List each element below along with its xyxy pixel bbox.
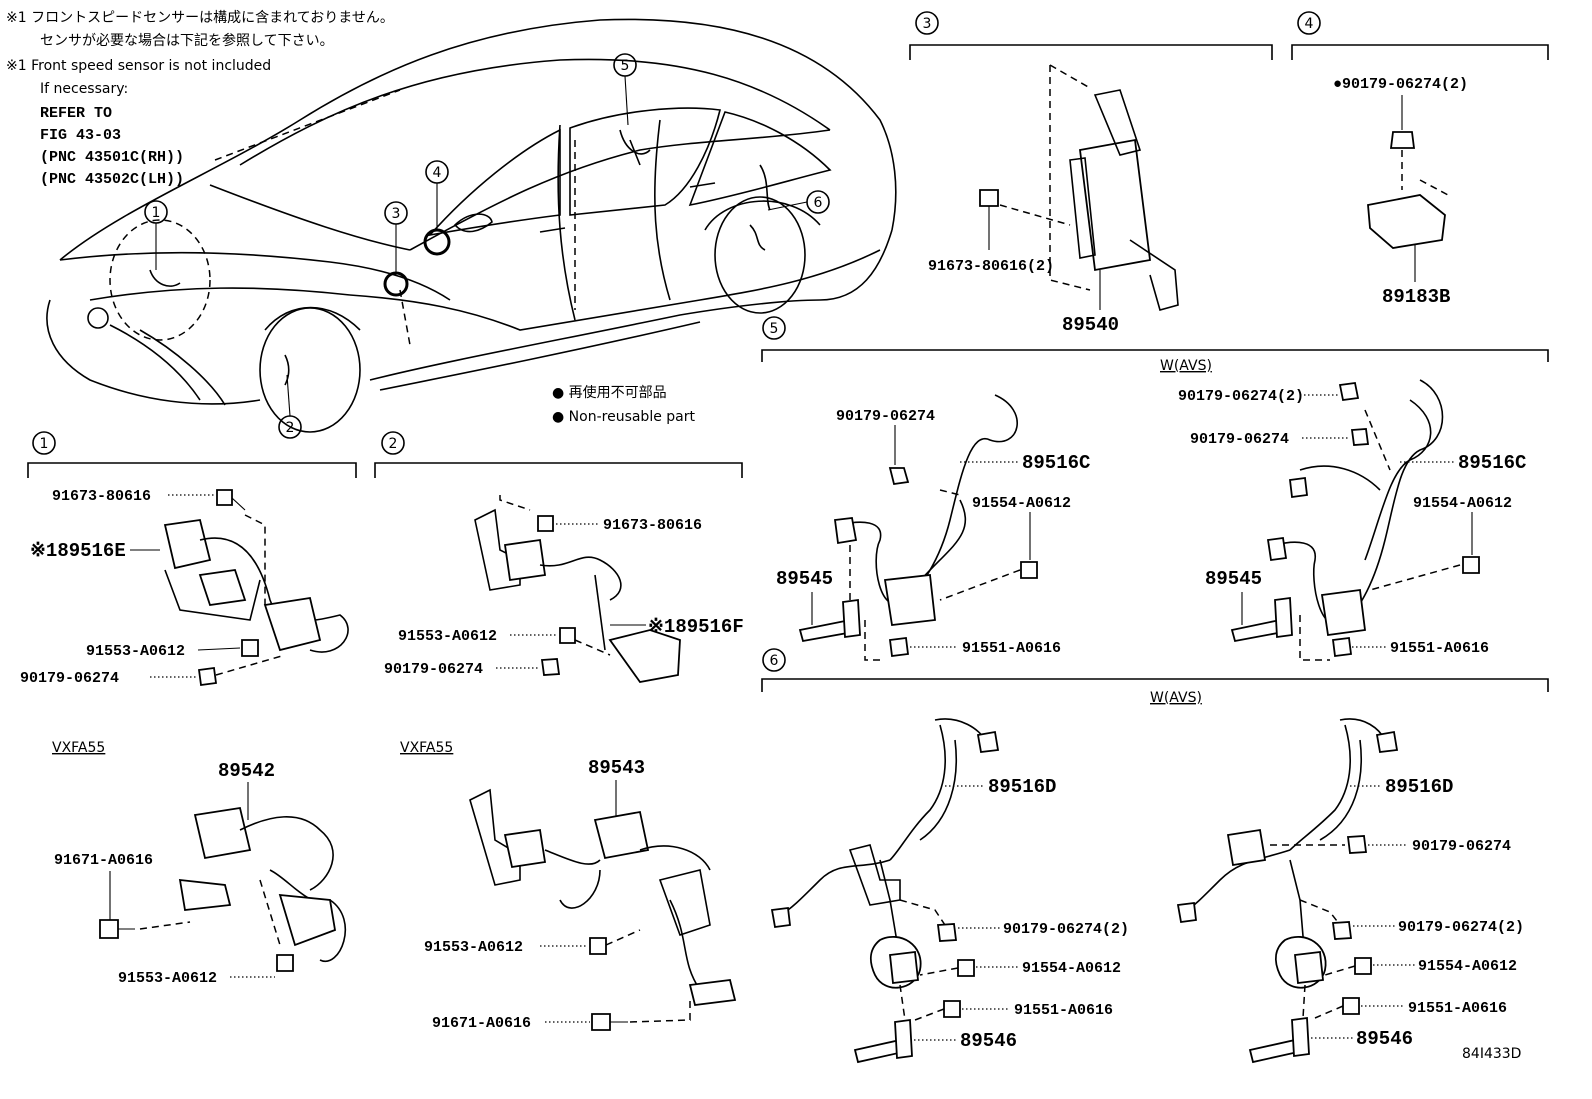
s1-nut-label: 90179-06274 xyxy=(20,670,119,687)
s3-ecu-label: 89540 xyxy=(1062,314,1119,336)
legend-en: ● Non-reusable part xyxy=(552,409,695,425)
yaw-sensor-body xyxy=(1367,194,1446,249)
note-en-line2: If necessary: xyxy=(40,81,128,97)
note-jp-line1: ※1 フロントスピードセンサーは構成に含まれておりません。 xyxy=(6,10,394,26)
s4-nut-label: ●90179-06274(2) xyxy=(1333,76,1468,93)
section-4: 4 ●90179-06274(2) 89183B xyxy=(1291,11,1549,308)
callout-3-label: 3 xyxy=(392,206,401,222)
v2-bolt-label: 91553-A0612 xyxy=(424,939,523,956)
s6b-nut2-label: 90179-06274(2) xyxy=(1398,919,1524,936)
s5b-bolt2-label: 91551-A0616 xyxy=(1390,640,1489,657)
section-1-number: 1 xyxy=(40,436,49,452)
section-3: 3 91673-80616(2) 89540 xyxy=(909,11,1273,336)
section-2-number: 2 xyxy=(389,436,398,452)
s1-sensor-label: ※189516E xyxy=(30,540,126,562)
note-refer-line1: REFER TO xyxy=(40,105,112,122)
figure-id: 84I433D xyxy=(1462,1046,1521,1062)
s6b-sensor-label: 89546 xyxy=(1356,1028,1413,1050)
s5b-bolt-label: 91554-A0612 xyxy=(1413,495,1512,512)
variant-vxfa55-left: VXFA55 89542 91671-A0616 91553-A0612 xyxy=(52,740,347,987)
s2-bolt-label: 91673-80616 xyxy=(603,517,702,534)
notes-block: ※1 フロントスピードセンサーは構成に含まれておりません。 センサが必要な場合は… xyxy=(6,10,394,188)
s6a-bolt2-label: 91551-A0616 xyxy=(1014,1002,1113,1019)
section-1: 1 91673-80616 ※189516E 91553-A0612 90179… xyxy=(20,431,357,687)
v1-sensor-label: 89542 xyxy=(218,760,275,782)
s6b-harness-label: 89516D xyxy=(1385,776,1453,798)
s2-nut-label: 90179-06274 xyxy=(384,661,483,678)
s6a-nut2-label: 90179-06274(2) xyxy=(1003,921,1129,938)
note-jp-line2: センサが必要な場合は下記を参照して下さい。 xyxy=(40,32,334,49)
s5a-bolt2-label: 91551-A0616 xyxy=(962,640,1061,657)
section-3-number: 3 xyxy=(923,16,932,32)
v1-bolt2-label: 91553-A0612 xyxy=(118,970,217,987)
car-illustration: 1 2 3 4 5 6 xyxy=(46,18,897,439)
callout-2-label: 2 xyxy=(286,420,295,436)
s5b-sensor-label: 89545 xyxy=(1205,568,1262,590)
s5b-nut-label: 90179-06274 xyxy=(1190,431,1289,448)
legend: ● 再使用不可部品 ● Non-reusable part xyxy=(552,384,695,425)
v2-sensor-label: 89543 xyxy=(588,757,645,779)
callout-4-label: 4 xyxy=(433,165,442,181)
s1-bolt-label: 91673-80616 xyxy=(52,488,151,505)
note-refer-line4: (PNC 43502C(LH)) xyxy=(40,171,184,188)
s2-sensor-label: ※189516F xyxy=(648,616,744,638)
s6-variant-label: W(AVS) xyxy=(1150,690,1202,706)
s5a-bolt-label: 91554-A0612 xyxy=(972,495,1071,512)
callout-6-label: 6 xyxy=(814,195,823,211)
s4-sensor-label: 89183B xyxy=(1382,286,1450,308)
s6b-bolt2-label: 91551-A0616 xyxy=(1408,1000,1507,1017)
section-5-number: 5 xyxy=(770,321,779,337)
note-en-line1: ※1 Front speed sensor is not included xyxy=(6,58,271,74)
s5b-harness-label: 89516C xyxy=(1458,452,1526,474)
s1-bolt2-label: 91553-A0612 xyxy=(86,643,185,660)
s5a-nut-label: 90179-06274 xyxy=(836,408,935,425)
s5a-harness-label: 89516C xyxy=(1022,452,1090,474)
variant-vxfa55-mid: VXFA55 89543 91553-A0612 91671-A0616 xyxy=(400,740,737,1032)
note-refer-line3: (PNC 43501C(RH)) xyxy=(40,149,184,166)
s6b-bolt-label: 91554-A0612 xyxy=(1418,958,1517,975)
s6a-harness-label: 89516D xyxy=(988,776,1056,798)
section-2: 2 91673-80616 91553-A0612 90179-06274 ※1… xyxy=(374,431,744,683)
section-5: 5 W(AVS) 90179-06274 89516C 91554-A0612 … xyxy=(761,316,1549,661)
s6b-nut-label: 90179-06274 xyxy=(1412,838,1511,855)
s6a-sensor-label: 89546 xyxy=(960,1030,1017,1052)
section-6-number: 6 xyxy=(770,653,779,669)
section-6: 6 W(AVS) 89516D 90179-06274(2) 91554-A06… xyxy=(761,648,1549,1064)
v1-variant-label: VXFA55 xyxy=(52,740,105,756)
s5-variant-label: W(AVS) xyxy=(1160,358,1212,374)
s5b-nut2-label: 90179-06274(2) xyxy=(1178,388,1304,405)
s5a-sensor-label: 89545 xyxy=(776,568,833,590)
legend-jp: ● 再使用不可部品 xyxy=(552,384,667,401)
v2-bolt2-label: 91671-A0616 xyxy=(432,1015,531,1032)
note-refer-line2: FIG 43-03 xyxy=(40,127,121,144)
ecu-body xyxy=(1079,138,1151,272)
s2-bolt2-label: 91553-A0612 xyxy=(398,628,497,645)
s3-bolt-label: 91673-80616(2) xyxy=(928,258,1054,275)
s6a-bolt-label: 91554-A0612 xyxy=(1022,960,1121,977)
v2-variant-label: VXFA55 xyxy=(400,740,453,756)
callout-1-label: 1 xyxy=(152,205,161,221)
v1-bolt-label: 91671-A0616 xyxy=(54,852,153,869)
callout-5-label: 5 xyxy=(621,58,630,74)
section-4-number: 4 xyxy=(1305,16,1314,32)
